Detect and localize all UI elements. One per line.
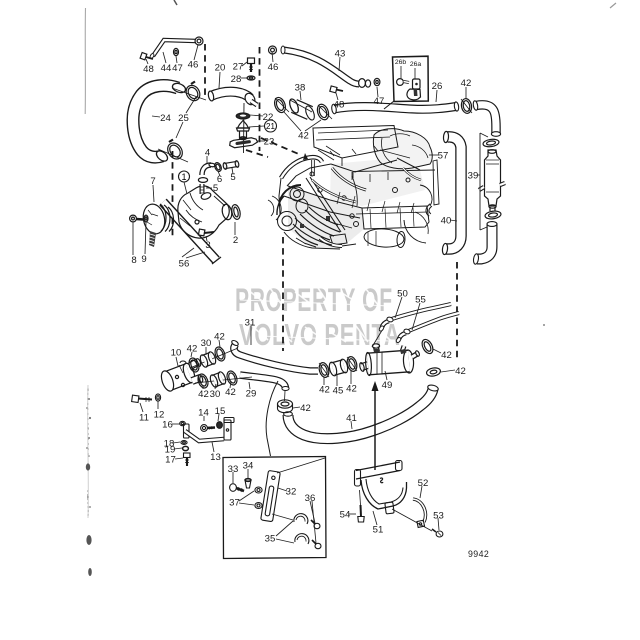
svg-text:4: 4 [205,148,211,159]
svg-text:13: 13 [210,452,221,463]
svg-text:PROPERTY OF: PROPERTY OF [235,281,393,318]
svg-text:5: 5 [213,183,218,194]
svg-text:42: 42 [225,387,236,398]
svg-text:25: 25 [178,113,189,124]
svg-text:17: 17 [165,455,176,466]
svg-text:42: 42 [298,131,309,142]
svg-text:22: 22 [263,112,274,123]
svg-text:3: 3 [205,240,210,251]
svg-text:48: 48 [143,64,154,75]
svg-text:27: 27 [233,62,244,73]
svg-text:30: 30 [210,389,221,400]
svg-text:42: 42 [300,403,311,414]
svg-text:31: 31 [245,318,256,329]
svg-text:1: 1 [181,172,186,182]
svg-text:26a: 26a [410,61,422,68]
svg-text:7: 7 [150,176,155,187]
svg-text:21: 21 [266,122,275,131]
svg-text:11: 11 [139,413,149,424]
svg-text:51: 51 [373,525,384,536]
svg-text:VOLVO PENTA: VOLVO PENTA [239,317,401,352]
svg-text:52: 52 [418,478,429,489]
svg-text:42: 42 [187,344,198,355]
svg-text:42: 42 [455,366,466,377]
svg-text:19: 19 [165,445,176,456]
svg-text:46: 46 [268,62,279,73]
svg-text:5: 5 [230,172,235,183]
svg-text:44: 44 [161,63,172,74]
svg-text:42: 42 [319,385,330,396]
svg-text:45: 45 [333,386,344,397]
svg-text:42: 42 [461,78,472,89]
svg-text:46: 46 [188,60,199,71]
svg-text:43: 43 [335,49,346,60]
svg-text:47: 47 [172,63,183,74]
svg-text:29: 29 [246,389,257,400]
svg-text:9942: 9942 [468,549,489,559]
svg-text:34: 34 [243,461,254,472]
svg-text:24: 24 [160,113,171,124]
svg-text:16: 16 [162,420,173,431]
svg-text:49: 49 [382,380,393,391]
svg-text:40: 40 [441,216,452,227]
svg-text:20: 20 [215,63,226,74]
svg-text:37: 37 [229,498,240,509]
svg-text:8: 8 [131,255,136,266]
svg-text:36: 36 [305,493,316,504]
svg-text:18: 18 [164,439,175,450]
svg-text:28: 28 [231,74,242,85]
svg-text:35: 35 [265,534,276,545]
svg-text:38: 38 [295,83,306,94]
svg-text:39: 39 [468,171,479,182]
svg-text:26: 26 [432,81,443,92]
svg-text:14: 14 [198,408,209,419]
svg-text:10: 10 [171,348,182,359]
svg-text:32: 32 [286,487,297,498]
svg-text:53: 53 [433,511,444,522]
svg-text:26b: 26b [395,59,407,66]
svg-text:42: 42 [214,332,225,343]
svg-text:41: 41 [346,413,357,424]
svg-text:30: 30 [201,338,212,349]
svg-text:12: 12 [154,410,165,421]
svg-text:55: 55 [415,295,426,306]
svg-text:42: 42 [346,384,357,395]
svg-text:48: 48 [334,100,345,111]
svg-text:47: 47 [374,96,385,107]
svg-text:42: 42 [441,350,452,361]
svg-text:6: 6 [217,174,222,185]
svg-text:54: 54 [340,510,351,521]
svg-text:57: 57 [438,151,449,162]
svg-text:56: 56 [179,259,190,270]
svg-text:2: 2 [233,235,238,246]
svg-text:33: 33 [228,464,239,475]
svg-text:23: 23 [264,137,275,148]
svg-text:9: 9 [141,254,146,265]
svg-text:15: 15 [215,406,226,417]
svg-text:42: 42 [198,389,209,400]
svg-text:50: 50 [397,289,408,300]
